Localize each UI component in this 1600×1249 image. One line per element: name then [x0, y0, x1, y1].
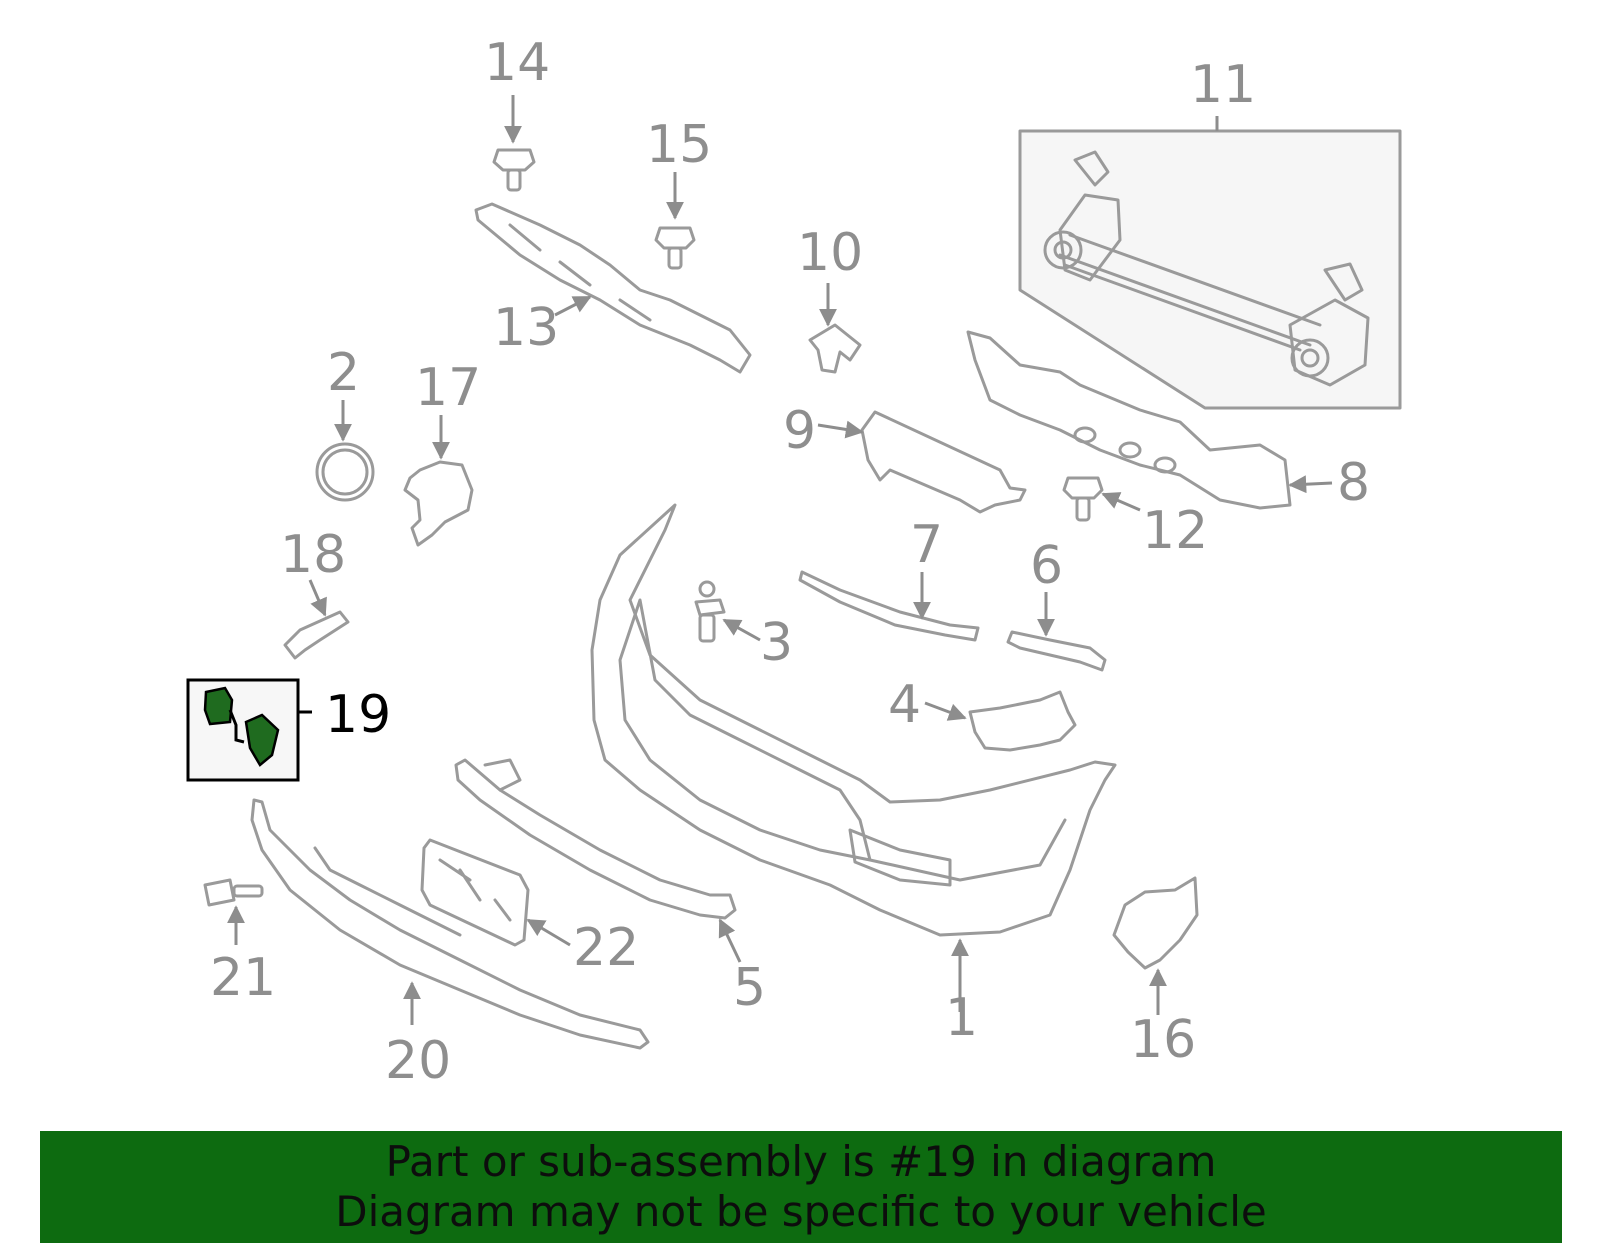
part-15-clip[interactable]	[654, 226, 696, 270]
part-13-upper-bracket[interactable]	[474, 202, 752, 374]
part-8-energy-absorber[interactable]	[966, 330, 1292, 510]
part-4-bracket[interactable]	[968, 690, 1077, 752]
callout-7: 7	[910, 515, 943, 575]
callout-8: 8	[1337, 453, 1370, 513]
callout-11: 11	[1190, 55, 1256, 115]
callout-20: 20	[385, 1031, 451, 1091]
part-20-lower-trim[interactable]	[250, 798, 650, 1050]
info-banner: Part or sub-assembly is #19 in diagram D…	[40, 1131, 1562, 1243]
callout-4: 4	[888, 675, 921, 735]
part-12-clip[interactable]	[1062, 476, 1104, 522]
part-6-side-trim[interactable]	[1006, 630, 1107, 672]
part-5-deflector[interactable]	[454, 758, 737, 920]
part-1-bumper-cover[interactable]	[590, 503, 1117, 937]
part-14-clip[interactable]	[492, 148, 536, 192]
part-17-housing[interactable]	[403, 460, 474, 547]
part-2-ring[interactable]	[315, 442, 375, 502]
part-19-bracket-set[interactable]	[186, 678, 300, 782]
banner-line-1: Part or sub-assembly is #19 in diagram	[385, 1137, 1217, 1186]
callout-2: 2	[327, 343, 360, 403]
part-21-bolt[interactable]	[203, 878, 264, 907]
callout-3: 3	[760, 613, 793, 673]
callout-17: 17	[415, 358, 481, 418]
callout-13: 13	[493, 298, 559, 358]
callout-6: 6	[1030, 536, 1063, 596]
callout-22: 22	[573, 918, 639, 978]
part-9-absorber[interactable]	[860, 410, 1027, 514]
callout-10: 10	[797, 223, 863, 283]
callout-14: 14	[484, 33, 550, 93]
callout-16: 16	[1130, 1010, 1196, 1070]
part-18-trim[interactable]	[283, 610, 350, 660]
callout-19: 19	[325, 685, 391, 745]
callout-15: 15	[646, 115, 712, 175]
callout-18: 18	[280, 525, 346, 585]
part-3-clip[interactable]	[694, 580, 726, 643]
banner-line-2: Diagram may not be specific to your vehi…	[335, 1187, 1267, 1236]
callout-12: 12	[1142, 501, 1208, 561]
callout-21: 21	[210, 948, 276, 1008]
part-16-corner-bracket[interactable]	[1112, 876, 1199, 970]
part-22-plate-bracket[interactable]	[420, 838, 530, 947]
callout-5: 5	[733, 958, 766, 1018]
part-10-bracket[interactable]	[808, 323, 862, 374]
part-7-trim-strip[interactable]	[798, 570, 980, 642]
callout-9: 9	[783, 401, 816, 461]
part-11-bumper-reinforcement[interactable]	[1018, 129, 1402, 410]
callout-1: 1	[945, 988, 978, 1048]
